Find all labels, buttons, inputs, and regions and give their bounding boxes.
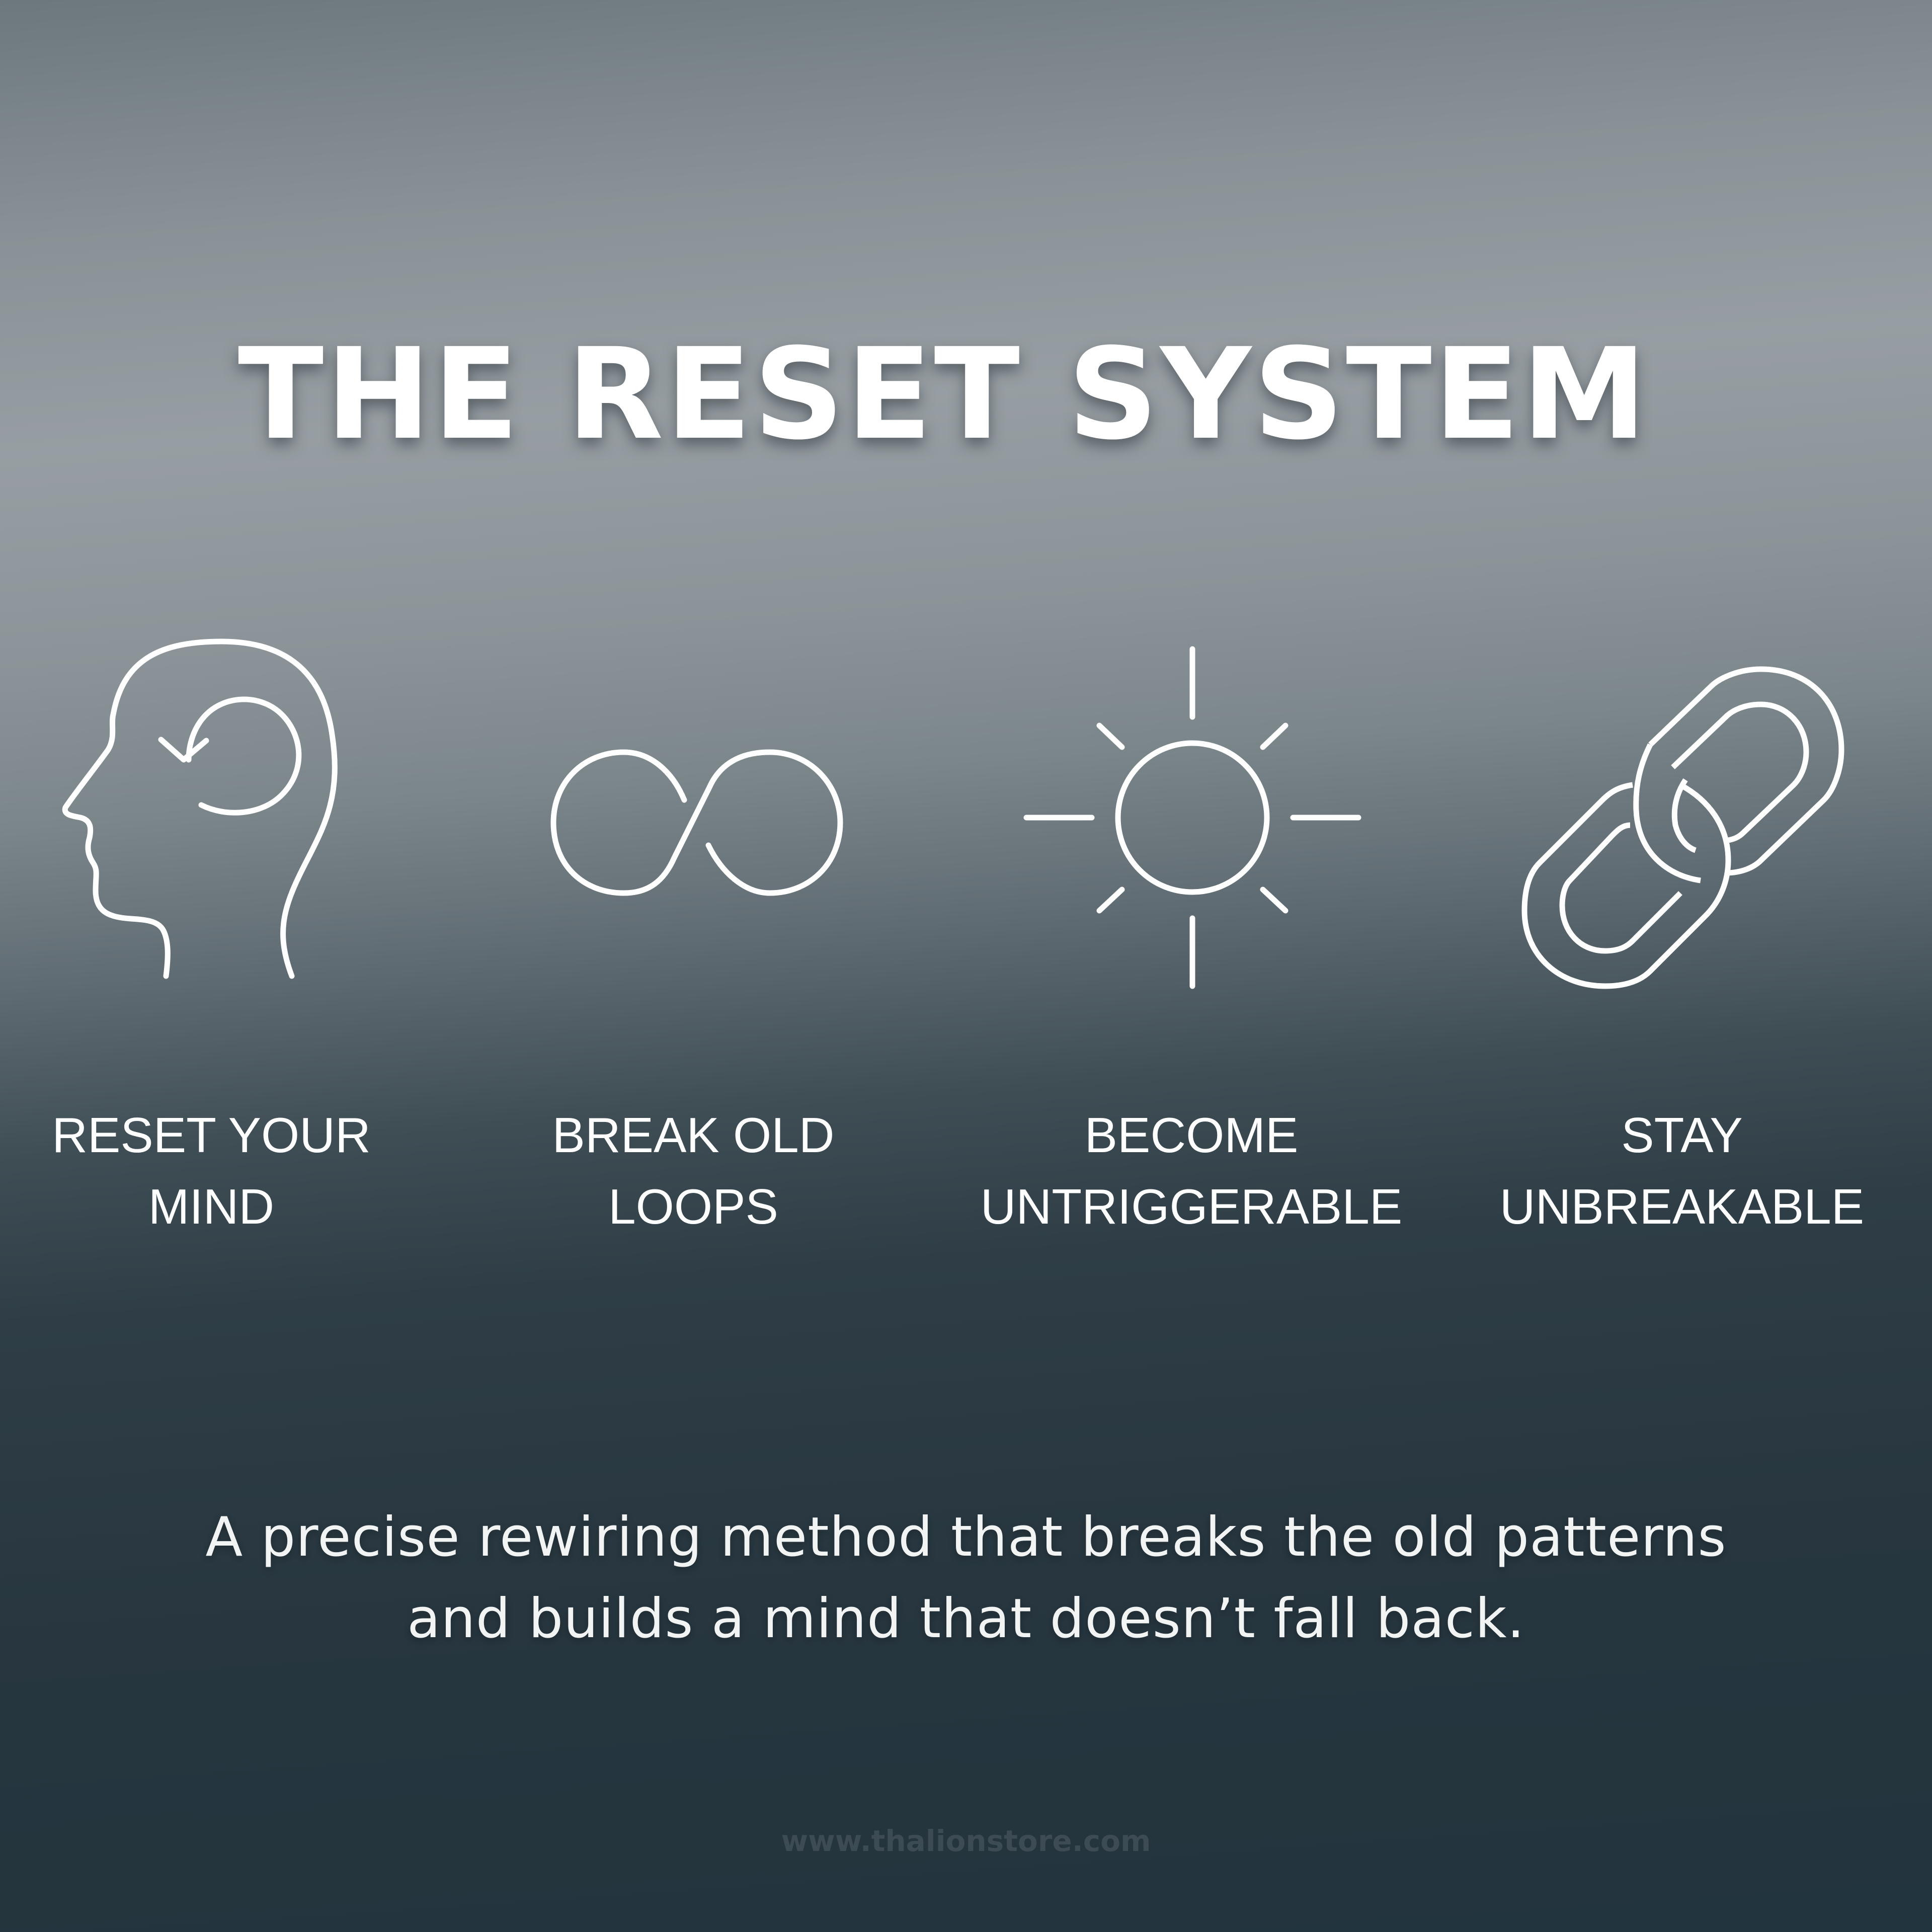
step-label-stay-unbreakable: STAY UNBREAKABLE [1456,1099,1908,1242]
tagline-line2: and builds a mind that doesn’t fall back… [407,1587,1525,1650]
chain-link-icon [1519,659,1862,996]
step-label-break-old-loops: BREAK OLD LOOPS [467,1099,920,1242]
step-label-line2: UNBREAKABLE [1499,1179,1865,1234]
tagline: A precise rewiring method that breaks th… [0,1497,1932,1660]
footer-url: www.thalionstore.com [781,1824,1151,1858]
step-label-become-untriggerable: BECOME UNTRIGGERABLE [965,1099,1418,1242]
step-label-line1: STAY [1621,1107,1743,1163]
step-label-line2: UNTRIGGERABLE [980,1179,1403,1234]
step-label-line1: BREAK OLD [552,1107,835,1163]
step-label-line2: LOOPS [608,1179,778,1234]
sun-icon [1021,644,1363,991]
infinity-icon [548,745,845,901]
page-title: THE RESET SYSTEM [237,320,1649,467]
step-label-line1: RESET YOUR [52,1107,371,1163]
step-label-line1: BECOME [1084,1107,1299,1163]
step-label-reset-your-mind: RESET YOUR MIND [0,1099,438,1242]
head-reset-icon [60,634,362,986]
tagline-line1: A precise rewiring method that breaks th… [205,1506,1727,1569]
step-label-line2: MIND [148,1179,275,1234]
